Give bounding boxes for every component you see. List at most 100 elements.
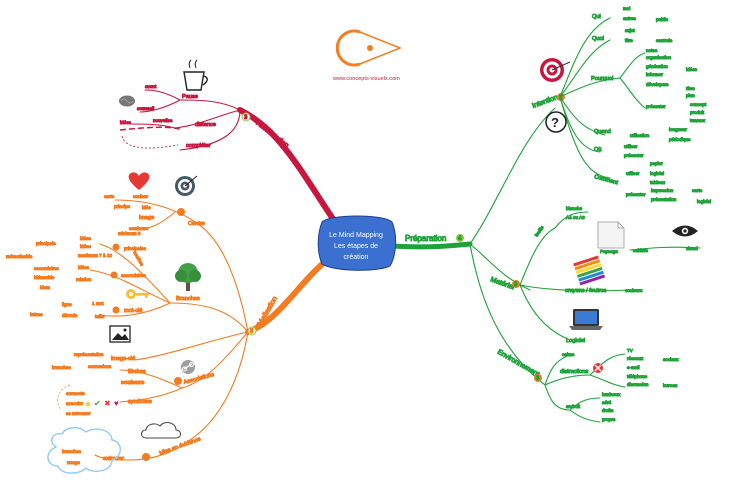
svg-text:♥: ♥ — [114, 399, 119, 408]
environnement-label[interactable]: Environnement — [496, 348, 541, 379]
completer-label[interactable]: compléter — [186, 143, 212, 150]
comment-item-carte: carte — [692, 188, 703, 193]
comment-item-presentation: présentation — [651, 197, 677, 202]
branches-item-idees3: idées — [78, 265, 90, 270]
materiel-item-paysage: Paysage — [600, 249, 618, 254]
associations-label[interactable]: Associations — [182, 371, 215, 386]
branches-item-principale: principale — [36, 241, 56, 246]
svg-text:✖: ✖ — [104, 399, 111, 408]
env-item-lumineux: lumineux — [602, 392, 621, 397]
assoc-item-symboles: symboles — [128, 399, 152, 405]
amelioration-label[interactable]: Amélioration — [254, 120, 290, 151]
center-title-line2: Les étapes de — [334, 243, 378, 250]
assoc-item-connexions: connexions — [88, 364, 112, 369]
centre-number: 4 — [179, 210, 183, 216]
comment-item-logiciel: logiciel — [650, 171, 664, 176]
pourquoi-label[interactable]: Pourquoi — [591, 76, 614, 83]
associations-number-badge — [174, 377, 182, 385]
ou-item-utiliser: utiliser — [624, 144, 638, 149]
branches-label[interactable]: Branches — [176, 296, 201, 303]
link-icon — [181, 360, 195, 374]
branches-secondaires-badge — [110, 271, 118, 279]
no-distraction-icon — [593, 363, 603, 373]
qui-item-autres: autres — [623, 16, 636, 21]
branches-item-idees2: idées — [80, 244, 92, 249]
motcle-item-deroule: déroule — [62, 313, 78, 318]
env-item-email: e-mail — [627, 365, 640, 370]
quand-item-utilisation: utilisation — [630, 133, 650, 138]
quoi-item-titre: titre — [625, 38, 633, 43]
centre-item-minimum: minimum 3 — [118, 231, 141, 236]
env-item-calme: calme — [562, 352, 575, 357]
comment-label[interactable]: Comment — [593, 174, 619, 187]
cloud-icon — [141, 422, 181, 439]
associations-number: 7 — [176, 379, 180, 385]
assoc-item-branches: branches — [52, 365, 72, 370]
motcle-item-ligne: ligne — [62, 302, 72, 307]
centre-item-couleur: couleur — [133, 194, 149, 199]
quoi-item-centrale: centrale — [656, 38, 673, 43]
distance-label[interactable]: distance — [195, 122, 217, 129]
amelioration-number-badge — [241, 112, 251, 122]
motcle-item-1mot: 1 mot — [92, 301, 104, 306]
env-item-distractions: distractions — [560, 369, 588, 375]
centre-item-principe: principe — [114, 204, 131, 209]
env-item-reseaux: réseaux — [627, 356, 644, 361]
branches-item-secondaires2: secondaires — [34, 266, 59, 271]
pourquoi-item-generation: génération — [646, 64, 668, 69]
target-icon — [540, 58, 571, 82]
qui-label[interactable]: Qui — [592, 14, 602, 21]
amelioration-branch: Amélioration 3 Pause avant sommeil dista… — [120, 84, 290, 151]
branch-amelioration — [237, 107, 338, 225]
materiel-number: 2 — [514, 282, 518, 288]
ou-label[interactable]: Où — [594, 147, 602, 154]
branches-principales-badge — [112, 243, 120, 251]
imagecle-label[interactable]: image-clé — [111, 356, 136, 363]
branches-item-idem: idem — [40, 285, 50, 290]
motcle-item-lettres: lettres — [30, 312, 43, 317]
pourquoi-item-produit: produit — [690, 110, 705, 115]
eye-icon — [672, 225, 698, 237]
realisation-number: 5 — [250, 329, 254, 335]
pourquoi-item-idees: idées — [686, 67, 698, 72]
mise-item-nuage: nuage — [67, 460, 80, 465]
materiel-item-crayons: crayons / feutres — [565, 288, 607, 294]
assoc-item-couleurs: couleurs — [121, 380, 144, 386]
heart-icon — [128, 172, 150, 190]
branches-item-idees1: idées — [80, 236, 92, 241]
quand-label[interactable]: Quand — [594, 129, 612, 136]
logo-mark-icon — [335, 29, 403, 67]
pourquoi-item-rites: rites — [686, 86, 695, 91]
quoi-label[interactable]: Quoi — [592, 36, 605, 43]
brain-icon — [119, 95, 135, 107]
logo-url[interactable]: www.concepts-visuels.com — [332, 76, 400, 82]
mise-item-branches: branches — [62, 449, 82, 454]
branches-item-memorisable: mémorisable — [6, 254, 33, 259]
pourquoi-item-organisation: organisation — [646, 55, 671, 60]
pourquoi-item-notes: notes — [646, 48, 658, 53]
preparation-label[interactable]: Préparation — [405, 234, 447, 244]
logo: www.concepts-visuels.com — [332, 29, 403, 82]
pourquoi-item-informer: informer — [646, 72, 663, 77]
pause-label[interactable]: Pause — [182, 94, 199, 101]
env-item-propre: propre — [602, 417, 616, 422]
env-item-telephone: téléphone — [627, 374, 648, 379]
center-node[interactable]: Le Mind Mapping Les étapes de création — [317, 215, 397, 271]
branches-item-secondaires: secondaires — [121, 273, 146, 278]
qui-item-moi: moi — [623, 6, 630, 11]
mise-number: 8 — [144, 455, 148, 461]
materiel-item-a4: A4 ou A3 — [566, 215, 585, 220]
env-item-bureau: bureau — [663, 383, 678, 388]
assoc-item-connecte: connecte — [66, 391, 85, 396]
assoc-item-representation: représentation — [74, 352, 104, 357]
materiel-label[interactable]: Matériel — [489, 276, 516, 292]
branches-item-relation: relation — [76, 277, 92, 282]
motcle-item-taille: taille — [95, 314, 105, 319]
motcle-label[interactable]: mot-clé — [124, 308, 143, 315]
centre-label[interactable]: Centre — [188, 221, 206, 228]
branches-item-courbes: courbes — [132, 250, 145, 267]
env-item-tv: TV — [627, 348, 634, 353]
environnement-number-badge — [534, 374, 542, 382]
centre-item-image: image — [139, 215, 154, 221]
tree-icon — [175, 263, 201, 291]
